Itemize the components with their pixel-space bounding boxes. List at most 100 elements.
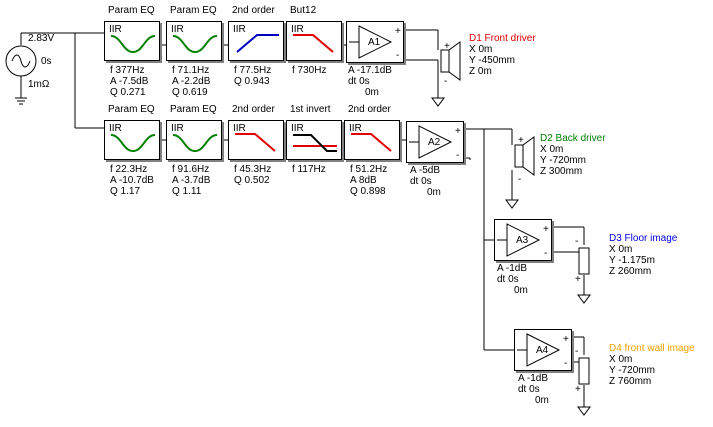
speaker-d1-icon [440, 41, 461, 81]
dip-curve-icon [110, 35, 156, 54]
amp-a1[interactable]: +-A1 [346, 21, 404, 63]
filter-block[interactable]: IIR [286, 120, 342, 160]
amp-param: A -5dB [410, 165, 441, 176]
driver-name[interactable]: D3 Floor image [609, 233, 678, 244]
filter-param: A -10.7dB [110, 175, 154, 186]
invert-curve-icon [293, 134, 337, 152]
svg-text:-: - [575, 236, 578, 247]
driver-coord: Z 760mm [609, 376, 652, 387]
filter-block[interactable]: IIR [344, 120, 400, 160]
filter-title: Param EQ [108, 104, 155, 115]
iir-label: IIR [233, 123, 246, 134]
driver-coord: Z 300mm [540, 166, 583, 177]
filter-param: f 71.1Hz [172, 65, 210, 76]
iir-label: IIR [349, 123, 362, 134]
dip-curve-icon [110, 134, 156, 153]
filter-param: A -7.5dB [110, 76, 149, 87]
speaker-d2-icon [514, 136, 535, 176]
lowpass-curve-icon [293, 34, 334, 53]
filter-title: 1st invert [290, 104, 331, 115]
driver-coord: X 0m [609, 354, 633, 365]
driver-coord: Y -450mm [469, 55, 515, 66]
amp-param: dt 0s [410, 176, 432, 187]
amp-param: A -1dB [518, 373, 549, 384]
filter-param: Q 0.943 [234, 76, 270, 87]
driver-coord: Y -720mm [609, 365, 655, 376]
voltage-source-icon [5, 45, 37, 77]
svg-text:-: - [456, 150, 459, 161]
filter-param: Q 0.619 [172, 87, 208, 98]
filter-title: 2nd order [348, 104, 391, 115]
filter-param: Q 0.898 [350, 186, 386, 197]
driver-coord: Z 260mm [609, 266, 652, 277]
amp-param: 0m [514, 285, 528, 296]
driver-name[interactable]: D4 front wall image [609, 343, 695, 354]
driver-coord: Z 0m [469, 66, 492, 77]
filter-param: A -3.7dB [172, 175, 211, 186]
filter-title: Param EQ [170, 104, 217, 115]
image-d3-icon [578, 247, 590, 275]
driver-coord: X 0m [540, 144, 564, 155]
filter-block[interactable]: IIR [104, 120, 160, 160]
svg-text:+: + [575, 274, 581, 285]
svg-text:+: + [395, 26, 401, 37]
filter-block[interactable]: IIR [286, 21, 342, 61]
filter-param: Q 0.502 [234, 175, 270, 186]
filter-param: Q 0.271 [110, 87, 146, 98]
filter-block[interactable]: IIR [166, 120, 222, 160]
dip-curve-icon [172, 134, 218, 153]
ground-symbols [15, 97, 591, 416]
iir-label: IIR [109, 123, 122, 134]
amp-param: 0m [365, 87, 379, 98]
filter-param: f 117Hz [292, 164, 326, 175]
amp-a2[interactable]: +-A2 [406, 121, 464, 163]
filter-block[interactable]: IIR [228, 120, 284, 160]
svg-text:-: - [396, 50, 399, 61]
svg-text:-: - [444, 76, 447, 87]
filter-param: Q 1.17 [110, 186, 141, 197]
amplifier-icon: +- [409, 125, 461, 161]
svg-text:-: - [544, 248, 547, 259]
amplifier-icon: +- [349, 25, 401, 61]
filter-title: But12 [290, 5, 317, 16]
source-resistance: 1mΩ [28, 79, 50, 90]
driver-coord: X 0m [609, 244, 633, 255]
svg-text:+: + [575, 384, 581, 395]
filter-param: f 45.3Hz [234, 164, 272, 175]
amp-label: A3 [516, 235, 529, 246]
filter-param: f 51.2Hz [350, 164, 388, 175]
source-delay: 0s [41, 56, 52, 67]
filter-title: Param EQ [108, 5, 155, 16]
iir-label: IIR [109, 24, 122, 35]
svg-text:-: - [564, 358, 567, 369]
amp-param: A -17.1dB [348, 65, 392, 76]
amp-param: dt 0s [348, 76, 370, 87]
dip-curve-icon [172, 35, 218, 54]
filter-block[interactable]: IIR [166, 21, 222, 61]
iir-label: IIR [171, 24, 184, 35]
amp-param: 0m [427, 187, 441, 198]
filter-param: f 22.3Hz [110, 164, 148, 175]
amp-param: 0m [535, 395, 549, 406]
amp-a3[interactable]: +-A3 [494, 219, 552, 261]
lowpass-curve-icon [351, 133, 392, 152]
filter-param: f 377Hz [110, 65, 145, 76]
svg-text:-: - [575, 346, 578, 357]
filter-param: A -2.2dB [172, 76, 211, 87]
amp-param: dt 0s [518, 384, 540, 395]
amp-label: A2 [428, 137, 441, 148]
driver-name[interactable]: D2 Back driver [540, 133, 606, 144]
filter-param: Q 1.11 [172, 186, 202, 197]
filter-block[interactable]: IIR [228, 21, 284, 61]
filter-block[interactable]: IIR [104, 21, 160, 61]
filter-title: Param EQ [170, 5, 217, 16]
amp-label: A1 [368, 37, 381, 48]
driver-name[interactable]: D1 Front driver [469, 33, 536, 44]
amp-a4[interactable]: +-A4 [514, 329, 572, 371]
driver-coord: Y -1.175m [609, 255, 655, 266]
lowpass-curve-icon [235, 133, 276, 152]
amp-param: A -1dB [497, 263, 528, 274]
iir-label: IIR [291, 123, 304, 134]
